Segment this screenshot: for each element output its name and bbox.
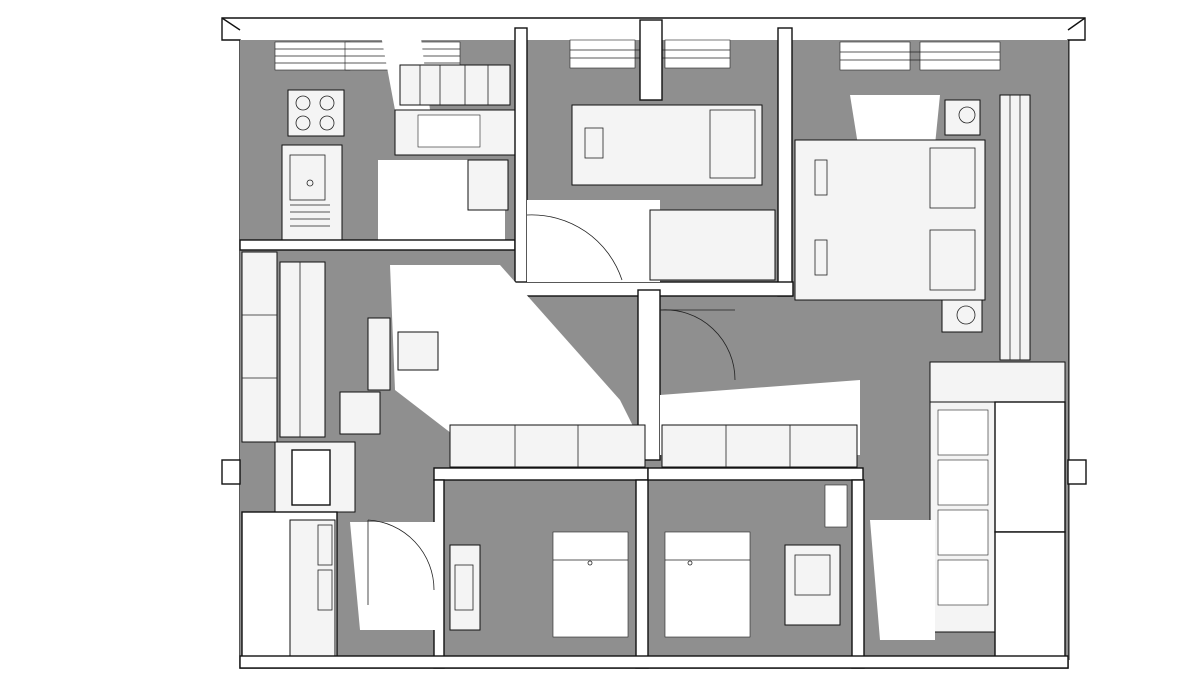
bathroom-right [647,424,865,669]
shower-right [664,531,751,638]
sofa [279,261,326,438]
bedroom-small [514,19,794,297]
entry-closet [241,511,435,663]
chair-2 [339,391,381,435]
bedroom-master [794,41,1031,361]
wardrobe [870,361,1066,663]
chair-1 [397,331,439,371]
vanity-right [784,544,841,626]
cooktop [287,89,345,137]
desk [649,209,776,281]
vanity-left [449,544,481,631]
shower-left [552,531,629,638]
living-room [241,251,640,513]
sink-counter [281,144,343,241]
bed-master [794,139,986,301]
coffee-table [367,317,391,391]
kitchen [239,30,516,251]
bed-small [571,104,763,186]
bathroom-left [433,424,649,669]
bookshelf [241,251,278,443]
